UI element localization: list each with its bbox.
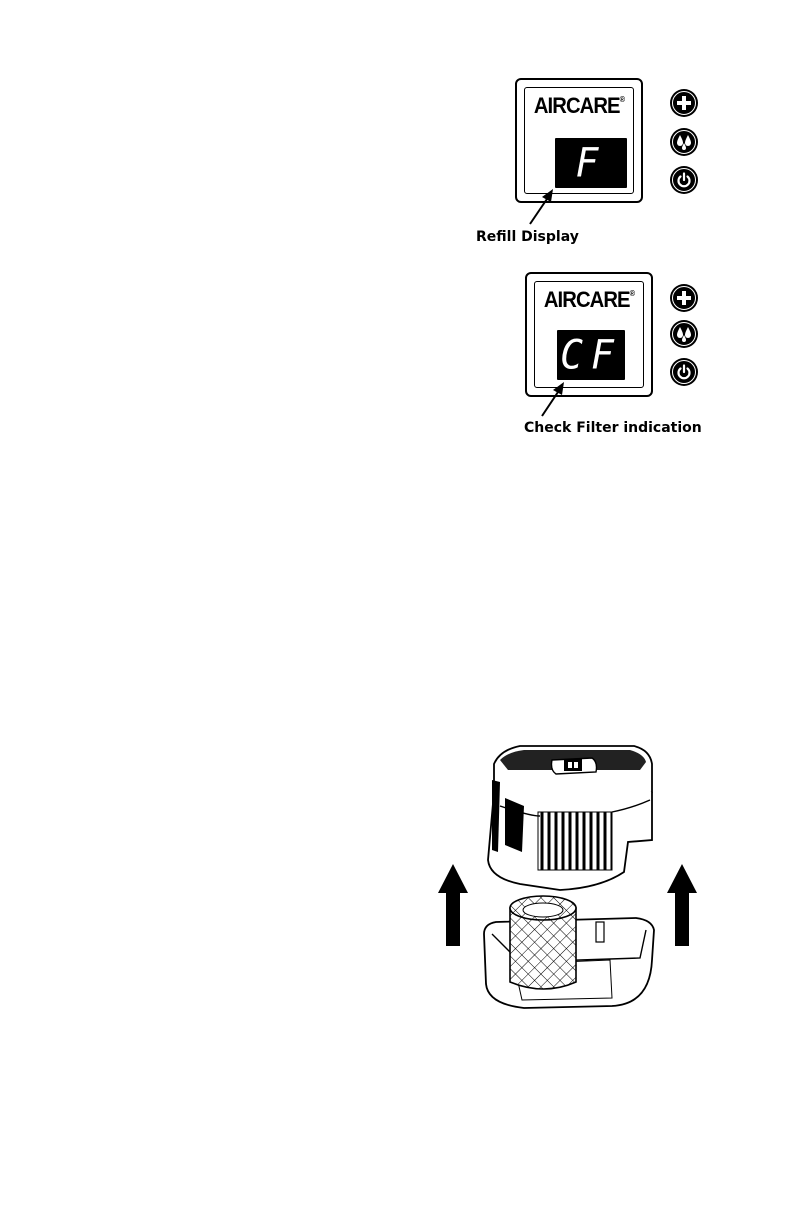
humidifier-housing: [488, 746, 652, 890]
lift-arrow-left-icon: [438, 864, 468, 946]
wick-filter: [510, 896, 576, 989]
lift-arrow-right-icon: [667, 864, 697, 946]
